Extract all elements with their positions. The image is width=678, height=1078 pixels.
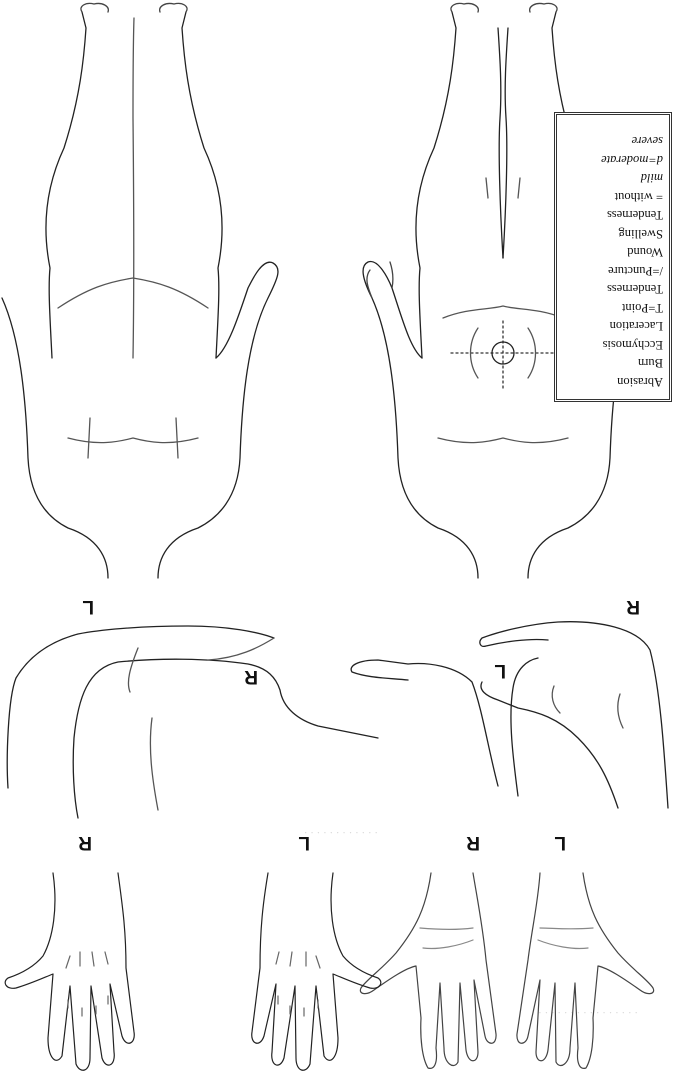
- legend-item: Tenderness: [563, 206, 663, 225]
- legend-item: Tenderness: [563, 280, 663, 299]
- legend-item: d=moderate: [563, 151, 663, 170]
- legend-item: severe: [563, 132, 663, 151]
- legend-item: Abrasion: [563, 373, 663, 392]
- legend-item: /=Puncture: [563, 262, 663, 281]
- legend-item: = without: [563, 188, 663, 207]
- injury-legend: Abrasion Burn Ecchymosis Laceration T=Po…: [554, 112, 672, 402]
- legend-item: mild: [563, 169, 663, 188]
- legend-item: Swelling: [563, 225, 663, 244]
- legend-item: T=Point: [563, 299, 663, 318]
- body-back-outline: [2, 3, 278, 578]
- legend-item: Burn: [563, 354, 663, 373]
- legend-item: Ecchymosis: [563, 336, 663, 355]
- legend-item: Laceration: [563, 317, 663, 336]
- legend-item: Wound: [563, 243, 663, 262]
